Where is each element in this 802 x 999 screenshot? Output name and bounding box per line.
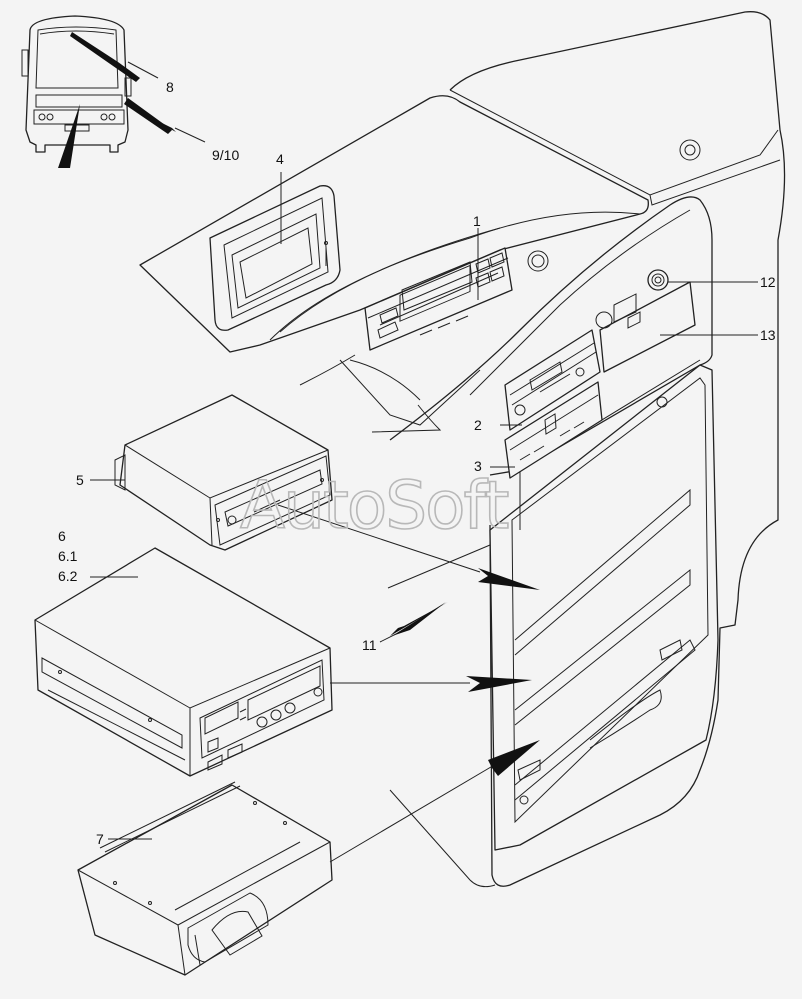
leader-9-10 [174, 127, 206, 143]
watermark: AutoSoft [240, 467, 509, 544]
part-7-cd-changer [77, 781, 333, 976]
part-6-deck-unit [34, 547, 333, 777]
leader-8 [127, 61, 159, 79]
part-2-radio [504, 329, 601, 431]
callout-5: 5 [76, 472, 84, 488]
callout-11: 11 [362, 637, 377, 653]
callout-6: 6 [58, 528, 66, 544]
callout-1: 1 [473, 213, 481, 229]
part-13-panel [595, 281, 696, 373]
callout-9-10: 9/10 [212, 147, 239, 163]
leader-11 [379, 633, 397, 643]
bus-front-view [21, 15, 176, 168]
callout-6-2: 6.2 [58, 568, 78, 584]
part-5-dvd-unit [114, 394, 333, 551]
callout-8: 8 [166, 79, 174, 95]
callout-3: 3 [474, 458, 482, 474]
part-3-player [504, 381, 603, 479]
callout-7: 7 [96, 831, 104, 847]
callout-13: 13 [760, 327, 776, 343]
callout-4: 4 [276, 151, 284, 167]
part-12-switch [647, 269, 669, 291]
part-4-monitor [209, 185, 341, 331]
install-arrows [277, 504, 540, 863]
callout-6-1: 6.1 [58, 548, 78, 564]
callout-12: 12 [760, 274, 776, 290]
callout-2: 2 [474, 417, 482, 433]
